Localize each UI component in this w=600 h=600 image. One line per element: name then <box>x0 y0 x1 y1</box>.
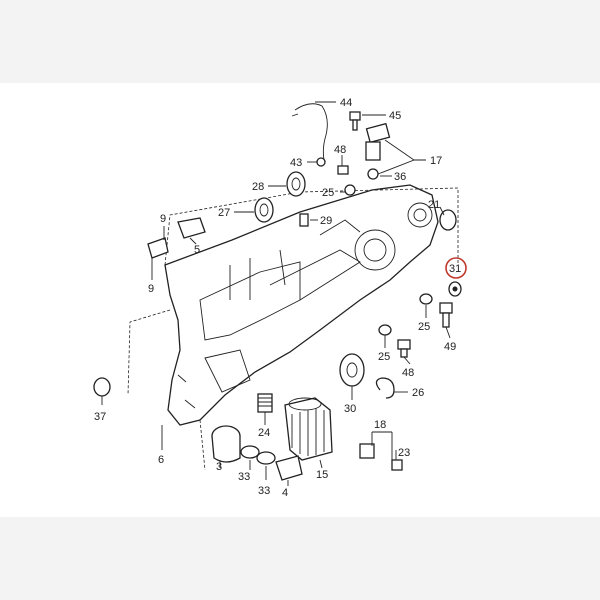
oil-filter-15 <box>284 397 333 461</box>
bracket-5 <box>177 217 206 239</box>
pin-29 <box>299 213 309 227</box>
clip-26 <box>375 377 395 399</box>
seal-37 <box>93 377 111 397</box>
spring-24 <box>257 393 273 413</box>
callout-4: 4 <box>282 487 288 499</box>
callout-21: 21 <box>428 199 440 211</box>
breather-hose <box>291 103 328 161</box>
callout-29: 29 <box>320 215 332 227</box>
callout-49: 49 <box>444 341 456 353</box>
callout-33-right: 33 <box>258 485 270 497</box>
callout-9-bottom: 9 <box>148 283 154 295</box>
bolt-49 <box>439 302 453 328</box>
callout-33-left: 33 <box>238 471 250 483</box>
callout-25-mid: 25 <box>378 351 390 363</box>
bolt-48b <box>397 339 411 358</box>
washer-25c <box>378 324 392 336</box>
callout-48: 48 <box>334 144 346 156</box>
seal-30 <box>339 353 365 387</box>
callout-17: 17 <box>430 155 442 167</box>
callout-30: 30 <box>344 403 356 415</box>
washer-25b <box>419 293 433 305</box>
sensor-17 <box>365 122 391 180</box>
crankcase <box>127 184 459 471</box>
callout-43: 43 <box>290 157 302 169</box>
callout-6: 6 <box>158 454 164 466</box>
washer-25a <box>344 184 356 196</box>
seal-27 <box>254 197 274 223</box>
o-ring-33a <box>240 445 260 459</box>
callout-27: 27 <box>218 207 230 219</box>
callout-23: 23 <box>398 447 410 459</box>
callout-26: 26 <box>412 387 424 399</box>
callout-25: 25 <box>322 187 334 199</box>
bolt-45 <box>349 111 361 131</box>
callout-9-top: 9 <box>160 213 166 225</box>
sensor-18 <box>359 443 403 471</box>
seal-28 <box>286 171 306 197</box>
callout-labels: 44 45 43 48 17 36 28 25 27 29 21 9 5 9 3… <box>94 97 461 499</box>
callout-15: 15 <box>316 469 328 481</box>
highlighted-part-31 <box>448 281 462 297</box>
highlight-ring <box>445 257 467 279</box>
callout-44: 44 <box>340 97 352 109</box>
callout-24: 24 <box>258 427 270 439</box>
plug-4 <box>275 455 303 481</box>
cap-3 <box>211 425 241 463</box>
callout-5: 5 <box>194 244 200 256</box>
callout-36: 36 <box>394 171 406 183</box>
callout-31: 31 <box>449 263 461 275</box>
callout-37: 37 <box>94 411 106 423</box>
bearing-21 <box>439 209 457 231</box>
callout-45: 45 <box>389 110 401 122</box>
bushing-9 <box>147 237 169 259</box>
clip-43 <box>316 157 326 167</box>
bolt-48a <box>337 165 349 175</box>
callout-48-right: 48 <box>402 367 414 379</box>
leader-lines <box>101 101 451 486</box>
callout-3: 3 <box>216 461 222 473</box>
callout-25-right: 25 <box>418 321 430 333</box>
o-ring-33b <box>256 451 276 465</box>
callout-18: 18 <box>374 419 386 431</box>
callout-28: 28 <box>252 181 264 193</box>
